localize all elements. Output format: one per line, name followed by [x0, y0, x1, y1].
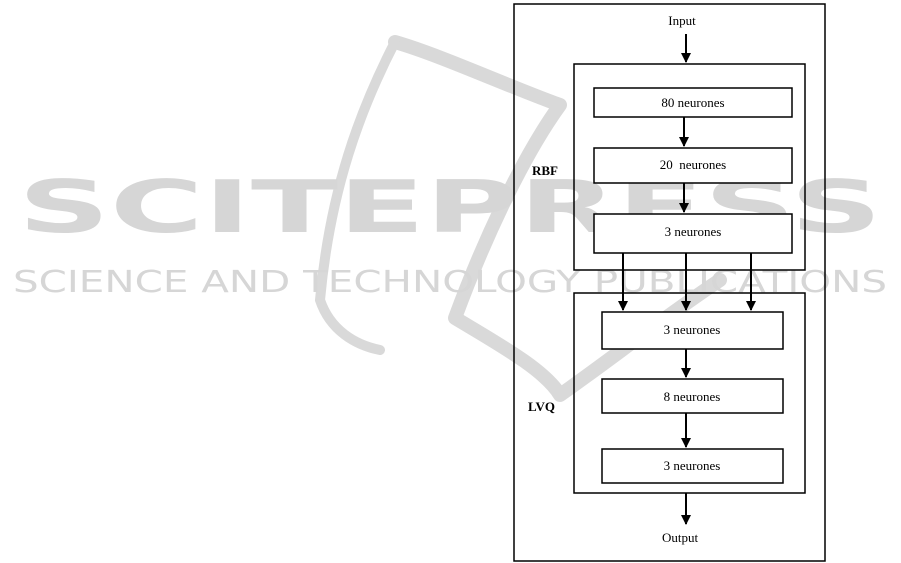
rbf-layer-1-label: 80 neurones — [661, 95, 724, 110]
output-label: Output — [662, 530, 699, 545]
rbf-group-label: RBF — [532, 163, 558, 178]
lvq-layer-2-label: 8 neurones — [664, 389, 721, 404]
lvq-layer-3-label: 3 neurones — [664, 458, 721, 473]
input-label: Input — [668, 13, 696, 28]
lvq-group-label: LVQ — [528, 399, 555, 414]
rbf-layer-3-label: 3 neurones — [665, 224, 722, 239]
lvq-layer-1-label: 3 neurones — [664, 322, 721, 337]
rbf-layer-2-label: 20 neurones — [660, 157, 726, 172]
